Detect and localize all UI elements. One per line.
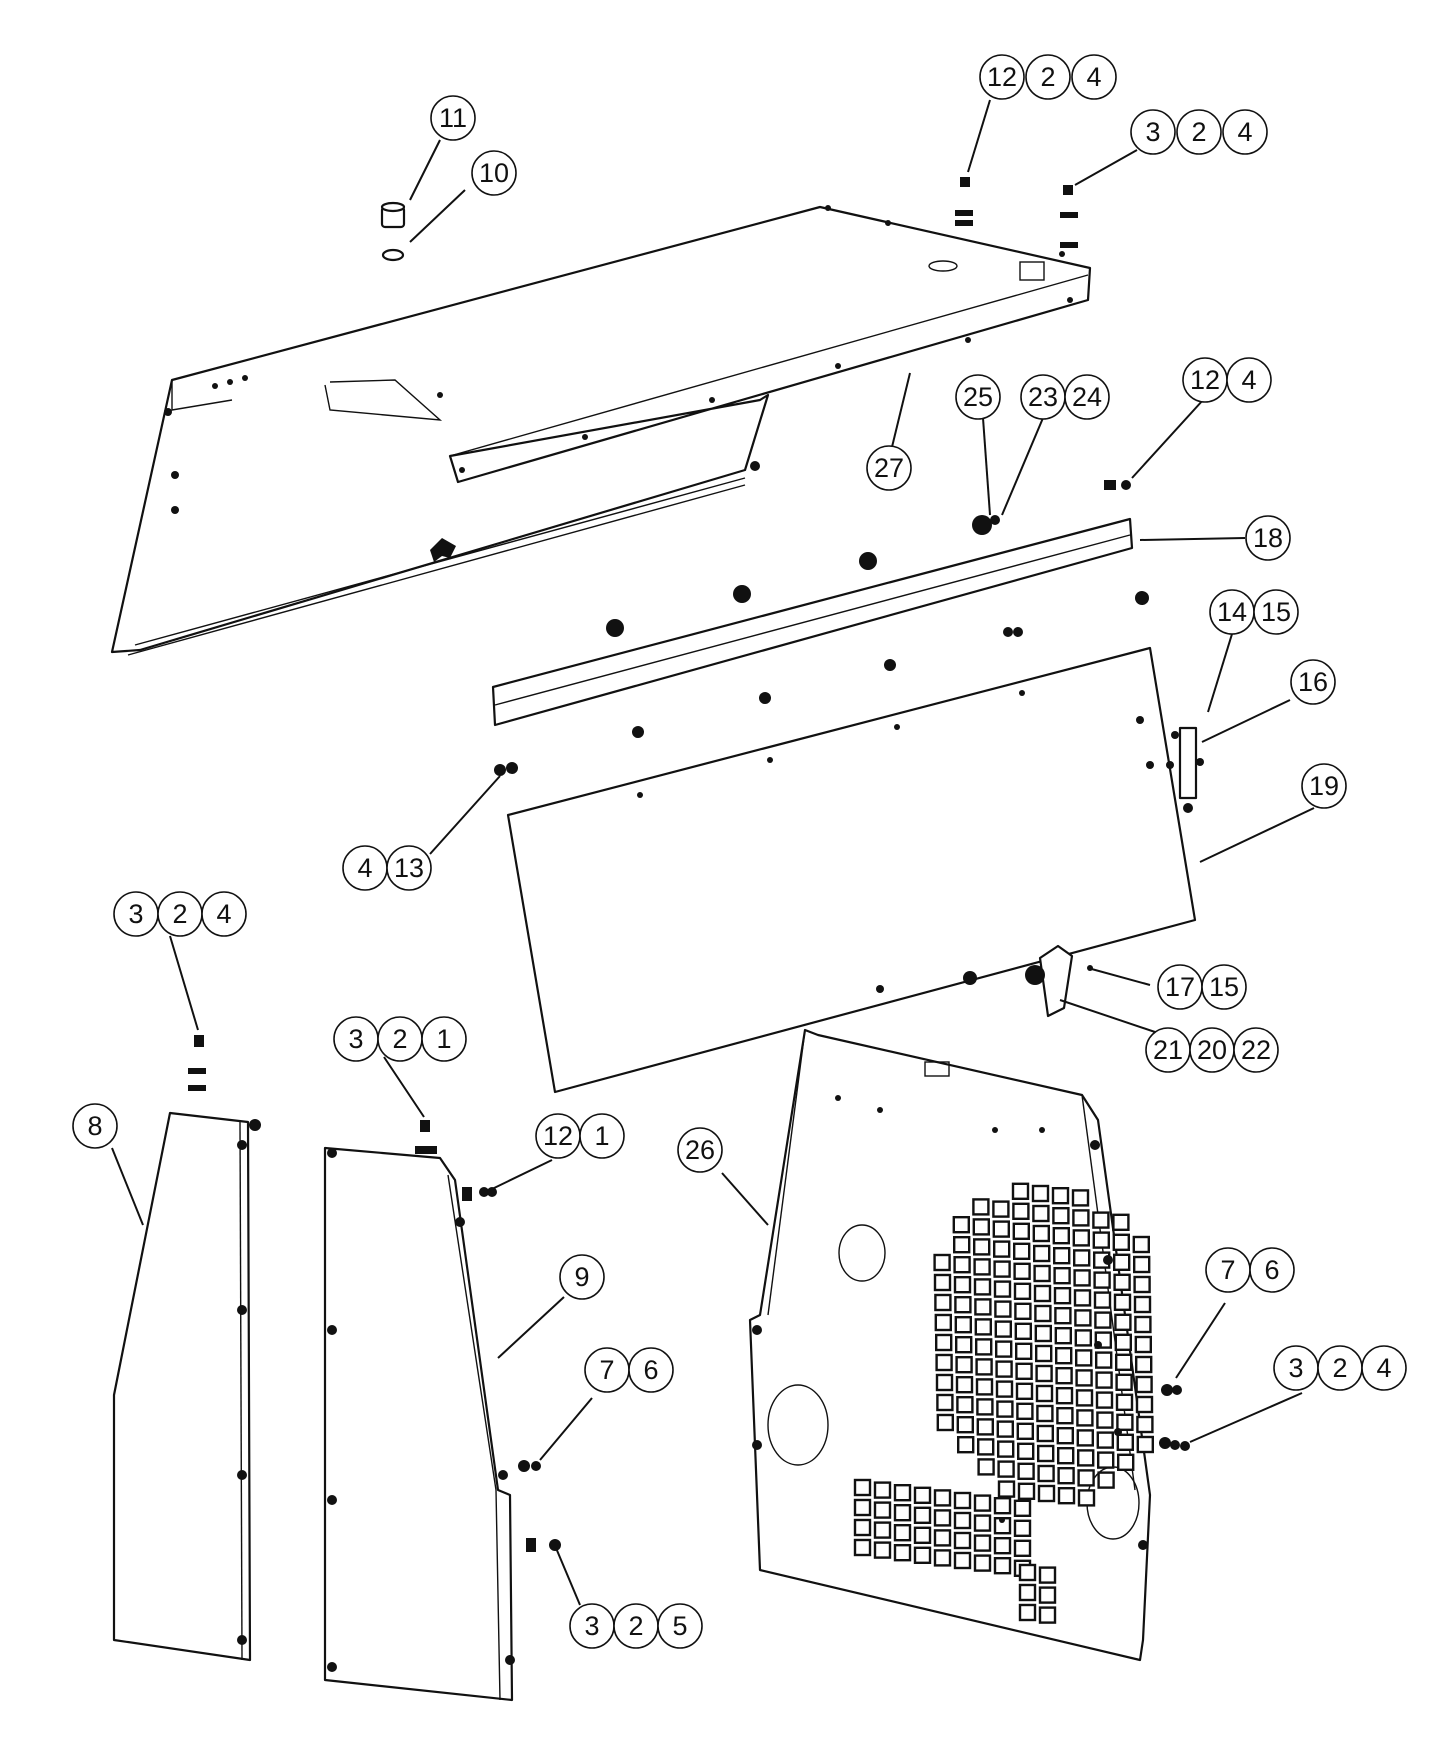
svg-text:8: 8 [87,1111,102,1141]
svg-text:6: 6 [643,1355,658,1385]
svg-text:16: 16 [1298,667,1328,697]
svg-text:7: 7 [599,1355,614,1385]
svg-text:2: 2 [1191,117,1206,147]
main-panel-part [506,646,1204,1094]
svg-text:4: 4 [357,853,372,883]
callout-14-15: 14 15 [1209,589,1299,635]
callout-12-1: 12 1 [535,1113,625,1159]
callout-7-6-left: 7 6 [584,1347,674,1393]
callout-19: 19 [1301,763,1347,809]
svg-text:11: 11 [439,103,467,133]
svg-text:6: 6 [1264,1255,1279,1285]
svg-text:2: 2 [172,899,187,929]
callout-3-2-4-right: 3 2 4 [1273,1345,1407,1391]
svg-text:3: 3 [128,899,143,929]
svg-text:3: 3 [1288,1353,1303,1383]
svg-text:4: 4 [1237,117,1252,147]
svg-text:9: 9 [574,1262,589,1292]
knob-part-11 [380,201,406,262]
svg-text:12: 12 [987,62,1017,92]
svg-text:2: 2 [392,1024,407,1054]
callout-3-2-4-left: 3 2 4 [113,891,247,937]
svg-text:4: 4 [1376,1353,1391,1383]
svg-text:1: 1 [594,1121,609,1151]
svg-text:22: 22 [1241,1035,1271,1065]
rear-panel-26 [748,1028,1190,1662]
callout-12-4: 12 4 [1182,357,1272,403]
callout-27: 27 [866,445,912,491]
callout-12-2-4: 12 2 4 [979,54,1117,100]
svg-text:3: 3 [1145,117,1160,147]
svg-text:23: 23 [1028,382,1058,412]
vent-grille-lower [853,1478,1057,1624]
callout-18: 18 [1245,515,1291,561]
svg-text:20: 20 [1197,1035,1227,1065]
leader-lines [111,99,1315,1606]
callout-21-20-22: 21 20 22 [1145,1027,1279,1073]
callout-3-2-4-top: 3 2 4 [1130,109,1268,155]
callout-8: 8 [72,1103,118,1149]
svg-text:4: 4 [1241,365,1256,395]
svg-text:12: 12 [543,1121,573,1151]
screw-stack-top [955,177,1131,535]
svg-text:5: 5 [672,1611,687,1641]
callout-3-2-1: 3 2 1 [333,1016,467,1062]
top-cover-part [110,205,1092,656]
svg-text:4: 4 [216,899,231,929]
svg-text:24: 24 [1072,382,1102,412]
callout-23-24: 23 24 [1020,374,1110,420]
callout-25: 25 [955,374,1001,420]
svg-text:3: 3 [348,1024,363,1054]
callout-11: 11 [430,95,476,141]
vent-grille-upper [933,1182,1155,1507]
side-panel-9 [323,1120,561,1702]
svg-text:1: 1 [436,1024,451,1054]
callout-9: 9 [559,1254,605,1300]
svg-text:12: 12 [1190,365,1220,395]
svg-text:19: 19 [1309,771,1339,801]
callout-16: 16 [1290,659,1336,705]
svg-text:27: 27 [874,453,904,483]
svg-text:15: 15 [1209,972,1239,1002]
svg-text:7: 7 [1220,1255,1235,1285]
svg-text:13: 13 [394,853,424,883]
callout-4-13: 4 13 [342,845,432,891]
bracket-rail-part [491,517,1149,776]
svg-text:17: 17 [1165,972,1195,1002]
svg-text:10: 10 [479,158,509,188]
svg-text:2: 2 [628,1611,643,1641]
svg-text:26: 26 [685,1135,715,1165]
svg-text:4: 4 [1086,62,1101,92]
callout-10: 10 [471,150,517,196]
callout-17-15: 17 15 [1157,964,1247,1010]
side-panel-8 [112,1035,261,1662]
svg-text:3: 3 [584,1611,599,1641]
svg-text:15: 15 [1261,597,1291,627]
callout-3-2-5: 3 2 5 [569,1603,703,1649]
callout-26: 26 [677,1127,723,1173]
svg-text:25: 25 [963,382,993,412]
svg-text:14: 14 [1217,597,1247,627]
svg-text:21: 21 [1153,1035,1183,1065]
svg-text:2: 2 [1040,62,1055,92]
callout-7-6-right: 7 6 [1205,1247,1295,1293]
svg-text:2: 2 [1332,1353,1347,1383]
svg-text:18: 18 [1253,523,1283,553]
